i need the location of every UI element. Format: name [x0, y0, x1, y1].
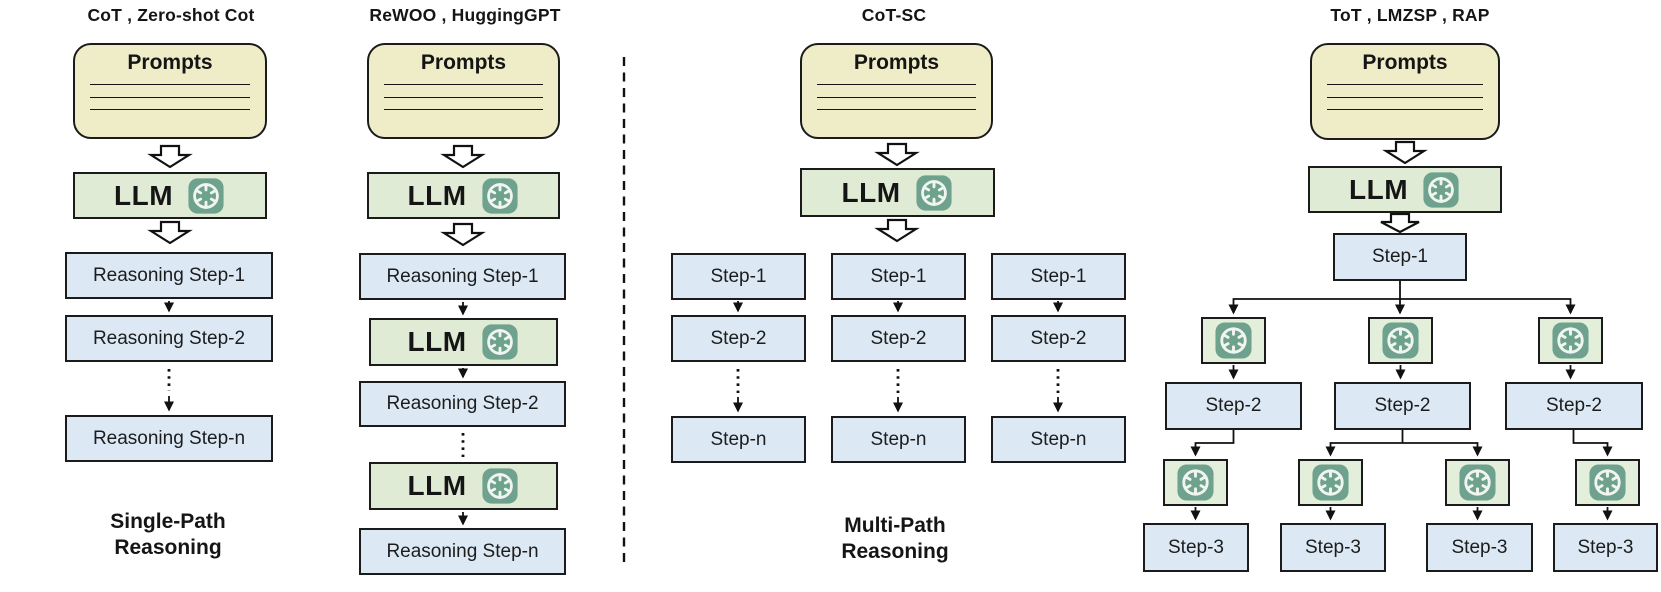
llm-label: LLM — [841, 176, 901, 208]
step-box: Step-3 — [1280, 523, 1386, 572]
prompts-label: Prompts — [853, 51, 940, 74]
prompt-text-lines — [384, 84, 543, 122]
step-box: Step-3 — [1143, 523, 1249, 572]
openai-logo-icon — [1550, 321, 1591, 360]
openai-logo-icon — [1175, 463, 1216, 502]
llm-label: LLM — [113, 179, 174, 211]
llm-label: LLM — [407, 326, 467, 357]
llm-label: LLM — [407, 470, 467, 501]
llm-node — [1201, 317, 1266, 364]
llm-node — [1538, 317, 1603, 364]
llm-node — [1575, 459, 1640, 506]
openai-logo-icon — [1310, 463, 1351, 502]
column-title-cot-sc: CoT-SC — [861, 5, 927, 25]
openai-logo-icon — [1213, 321, 1254, 360]
prompts-label: Prompts — [1362, 51, 1448, 74]
block-arrow-down-icon — [874, 218, 920, 243]
reasoning-step-box: Reasoning Step-n — [65, 415, 273, 462]
openai-logo-icon — [480, 323, 520, 361]
reasoning-step-box: Reasoning Step-2 — [359, 381, 566, 427]
llm-label: LLM — [407, 179, 467, 211]
openai-logo-icon — [186, 177, 226, 215]
step-box: Step-3 — [1553, 523, 1658, 572]
llm-box: LLM — [73, 172, 267, 219]
block-arrow-down-icon — [147, 220, 193, 245]
step-box: Step-2 — [991, 315, 1126, 362]
step-box: Step-n — [991, 416, 1126, 463]
openai-logo-icon — [480, 467, 520, 505]
step-box: Step-1 — [991, 253, 1126, 300]
openai-logo-icon — [1421, 171, 1461, 209]
prompt-text-lines — [1326, 84, 1484, 122]
reasoning-step-box: Reasoning Step-n — [359, 528, 566, 575]
llm-node — [1445, 459, 1510, 506]
reasoning-step-box: Reasoning Step-2 — [65, 315, 273, 362]
prompt-text-lines — [90, 84, 250, 122]
prompts-label: Prompts — [420, 51, 507, 74]
step-box: Step-2 — [671, 315, 806, 362]
prompt-text-lines — [817, 84, 976, 122]
block-arrow-down-icon — [440, 144, 486, 169]
llm-label: LLM — [1348, 173, 1409, 205]
llm-box: LLM — [369, 462, 558, 510]
prompts-box: Prompts — [800, 43, 993, 139]
step-box: Step-2 — [1505, 382, 1643, 430]
column-title-cot: CoT , Zero-shot Cot — [87, 5, 255, 25]
prompts-box: Prompts — [367, 43, 560, 139]
step-box: Step-1 — [671, 253, 806, 300]
reasoning-step-box: Reasoning Step-1 — [65, 252, 273, 299]
block-arrow-down-icon — [1380, 212, 1420, 234]
block-arrow-down-icon — [1382, 140, 1428, 165]
step-box: Step-1 — [831, 253, 966, 300]
column-title-rewoo: ReWOO , HuggingGPT — [369, 5, 561, 25]
step-box: Step-3 — [1426, 523, 1533, 572]
reasoning-step-box: Reasoning Step-1 — [359, 253, 566, 300]
openai-logo-icon — [1457, 463, 1498, 502]
step-box: Step-2 — [1165, 382, 1302, 430]
block-arrow-down-icon — [440, 222, 486, 247]
llm-box: LLM — [1308, 166, 1502, 213]
openai-logo-icon — [914, 174, 954, 212]
step-box: Step-n — [831, 416, 966, 463]
openai-logo-icon — [480, 177, 520, 215]
column-title-tot: ToT , LMZSP , RAP — [1330, 5, 1490, 25]
prompts-label: Prompts — [127, 51, 213, 74]
llm-node — [1368, 317, 1433, 364]
llm-node — [1163, 459, 1228, 506]
single-path-caption: Single-Path Reasoning — [110, 510, 226, 559]
step-box: Step-2 — [1334, 382, 1471, 430]
openai-logo-icon — [1587, 463, 1628, 502]
llm-box: LLM — [367, 172, 560, 219]
prompts-box: Prompts — [1310, 43, 1500, 140]
llm-box: LLM — [800, 168, 995, 217]
openai-logo-icon — [1380, 321, 1421, 360]
llm-node — [1298, 459, 1363, 506]
multi-path-caption: Multi-Path Reasoning — [841, 514, 949, 563]
block-arrow-down-icons — [147, 140, 1428, 247]
step-box: Step-2 — [831, 315, 966, 362]
block-arrow-down-icon — [147, 144, 193, 169]
prompts-box: Prompts — [73, 43, 267, 139]
block-arrow-down-icon — [874, 142, 920, 167]
llm-box: LLM — [369, 318, 558, 366]
step-box: Step-n — [671, 416, 806, 463]
step-box: Step-1 — [1333, 233, 1467, 281]
